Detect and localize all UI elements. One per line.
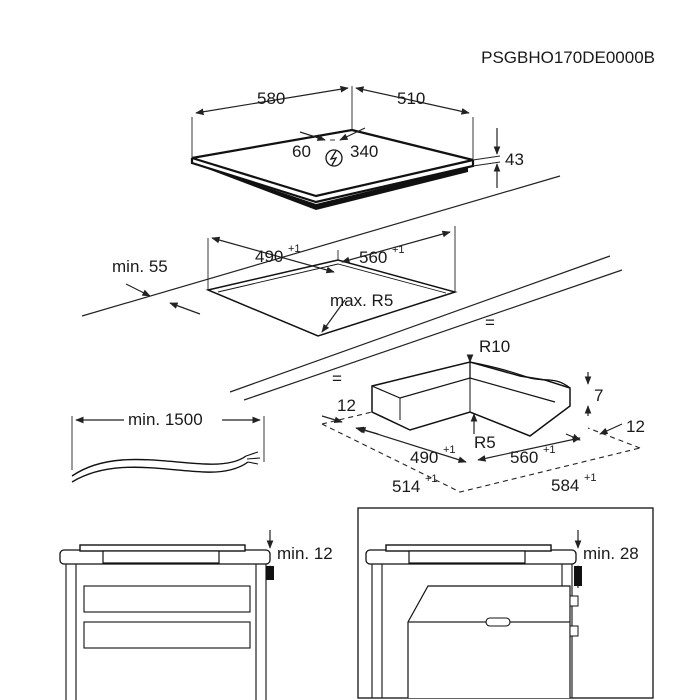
cutout-min-front-label: min. 55 <box>112 257 168 276</box>
frame-drawing: = R10 7 12 12 R5 490 +1 560 +1 <box>321 337 645 496</box>
frame-outer-depth-tol: +1 <box>584 472 597 484</box>
frame-rebate-depth-label: 7 <box>594 386 603 405</box>
hob-base <box>200 165 468 210</box>
frame-radius-label: R10 <box>479 337 510 356</box>
hob-edge <box>190 158 475 204</box>
cable-line <box>71 455 247 477</box>
frame-body <box>371 361 571 437</box>
install-oven-drawing: min. 28 <box>357 507 654 699</box>
break-mark: = <box>485 313 495 332</box>
cutout-width-label: 490 <box>255 247 283 266</box>
frame-inner-width-label: 490 <box>410 448 438 467</box>
oven-handle-icon <box>485 617 511 627</box>
frame-inner-radius-label: R5 <box>474 433 496 452</box>
drawer-clearance-label: min. 12 <box>277 544 333 563</box>
cutout-width-tol: +1 <box>288 243 301 255</box>
connection-left-label: 60 <box>292 142 311 161</box>
cutout-radius-label: max. R5 <box>330 291 393 310</box>
frame-outer-width-tol: +1 <box>425 473 438 485</box>
frame-rebate-right-label: 12 <box>626 417 645 436</box>
break-mark-2: = <box>332 369 342 388</box>
hob-width-label: 580 <box>257 89 285 108</box>
cable-length-label: min. 1500 <box>128 410 203 429</box>
oven-clearance-label: min. 28 <box>583 544 639 563</box>
connection-right-label: 340 <box>350 142 378 161</box>
frame-rebate-left-label: 12 <box>337 396 356 415</box>
hob-drawing: 580 510 43 60 340 <box>190 85 524 210</box>
worktop-cutout-drawing: = 490 +1 560 +1 min. 55 max. R5 <box>81 175 623 401</box>
oven-body <box>407 585 571 698</box>
frame-inner-width-tol: +1 <box>443 444 456 456</box>
frame-inner-depth-label: 560 <box>510 448 538 467</box>
cutout-depth-tol: +1 <box>392 244 405 256</box>
cable-drawing: min. 1500 <box>71 410 265 483</box>
product-code: PSGBHO170DE0000B <box>481 48 655 67</box>
frame-inner-depth-tol: +1 <box>543 444 556 456</box>
hob-height-label: 43 <box>505 150 524 169</box>
frame-outer-width-label: 514 <box>392 477 420 496</box>
frame-outer-depth-label: 584 <box>551 476 579 495</box>
install-drawer-drawing: min. 12 <box>59 530 333 700</box>
cutout-depth-label: 560 <box>359 248 387 267</box>
hob-depth-label: 510 <box>397 89 425 108</box>
